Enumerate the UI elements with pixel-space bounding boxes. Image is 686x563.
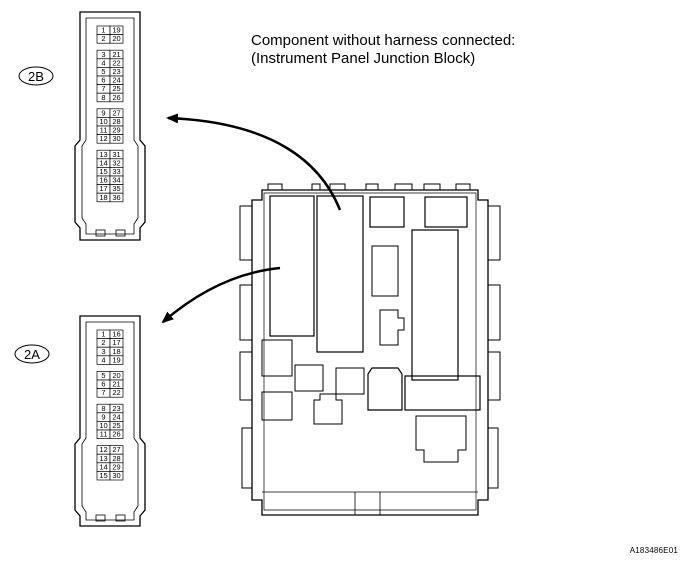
connector-2a-pin-number: 27: [112, 445, 120, 454]
connector-2b-pin-cell: [109, 34, 124, 44]
arrow-to-2b: [166, 113, 342, 211]
connector-2b-pin-number: 34: [112, 176, 120, 185]
connector-2a-label-oval: [14, 344, 50, 364]
connector-2b-pin-number: 1: [101, 26, 105, 35]
connector-2b-pin-number: 9: [101, 108, 105, 117]
connector-2b-pin-number: 16: [99, 176, 107, 185]
diagram-title-line1: Component without harness connected:: [251, 32, 516, 49]
connector-2b-pin-number: 7: [101, 84, 105, 93]
connector-2b-pin-number: 13: [99, 150, 107, 159]
connector-2b-pin-number: 19: [112, 26, 120, 35]
connector-2b-pin-number: 11: [100, 126, 108, 135]
connector-2b-pin-cell: [109, 92, 124, 103]
connector-2a-pin-cell: [109, 429, 124, 439]
connector-2a-pin-number: 30: [112, 471, 120, 480]
connector-2a-pin-number: 28: [112, 454, 120, 463]
connector-2b-pin-number: 27: [112, 108, 120, 117]
connector-2a-pin-number: 7: [101, 388, 105, 397]
connector-2b-pin-number: 18: [99, 193, 107, 202]
connector-2b-pin-number: 6: [101, 76, 105, 85]
connector-2a-pin-number: 21: [112, 380, 120, 389]
connector-2b-pin-number: 5: [101, 67, 105, 76]
connector-2a-pin-number: 17: [112, 338, 120, 347]
connector-2a-pin-number: 13: [99, 454, 107, 463]
connector-2b-pin-number: 23: [112, 67, 120, 76]
arrow-to-2a: [161, 266, 281, 324]
connector-2a-pin-number: 8: [101, 404, 105, 413]
connector-2b-pin-number: 29: [112, 126, 120, 135]
connector-2b-pin-number: 21: [112, 50, 120, 59]
connector-2a-pin-number: 1: [101, 330, 105, 339]
connector-2b-pin-number: 25: [112, 84, 120, 93]
connector-2b-pin-number: 3: [101, 50, 105, 59]
connector-2a-pin-number: 25: [112, 421, 120, 430]
connector-2a-pin-number: 26: [112, 430, 120, 439]
connector-2b-pin-number: 10: [99, 117, 107, 126]
connector-2a-pin-number: 15: [99, 471, 107, 480]
connector-2b-pin-cell: [109, 192, 124, 203]
connector-2b-pin-number: 30: [112, 134, 120, 143]
connector-2b-pin-cell: [109, 134, 124, 144]
connector-2b-pin-number: 14: [99, 158, 107, 167]
connector-2a-pin-number: 14: [99, 462, 107, 471]
connector-2b-label: 2B: [28, 69, 44, 84]
connector-2b-pin-number: 24: [112, 76, 120, 85]
connector-2b-pin-number: 28: [112, 117, 120, 126]
connector-2b-pin-number: 2: [101, 34, 105, 43]
connector-2a-pin-number: 29: [112, 462, 120, 471]
figure-id: A183486E01: [629, 546, 678, 555]
connector-2a-pin-number: 20: [112, 371, 120, 380]
connector-2b-pin-number: 31: [112, 150, 120, 159]
connector-2b-pin-number: 15: [99, 167, 107, 176]
junction-block-body: [239, 183, 501, 516]
connector-2b-pin-number: 33: [112, 167, 120, 176]
connector-2b-pin-number: 22: [112, 58, 120, 67]
connector-2b-pin-number: 26: [112, 93, 120, 102]
connector-2a-pin-number: 11: [100, 430, 108, 439]
connector-2a-pin-cell: [109, 388, 124, 398]
connector-2a-pin-number: 4: [101, 355, 105, 364]
connector-2a-pin-number: 22: [112, 388, 120, 397]
connector-2a-pin-number: 2: [101, 338, 105, 347]
connector-2a-pin-number: 24: [112, 412, 120, 421]
connector-2a-pin-number: 16: [112, 330, 120, 339]
connector-2b-pin-number: 4: [101, 58, 105, 67]
connector-2a-pin-number: 6: [101, 380, 105, 389]
connector-2a-pin-cell: [109, 355, 124, 365]
connector-2a-pin-number: 12: [99, 445, 107, 454]
connector-2b-pin-number: 12: [99, 134, 107, 143]
connector-2a-pin-number: 10: [99, 421, 107, 430]
connector-2b-pin-number: 8: [101, 93, 105, 102]
connector-2b-pin-number: 17: [99, 184, 107, 193]
connector-2b-pin-number: 35: [112, 184, 120, 193]
connector-2a-pin-number: 9: [101, 412, 105, 421]
connector-2a-pin-number: 3: [101, 347, 105, 356]
connector-2a-pin-number: 23: [112, 404, 120, 413]
connector-2b-pin-number: 20: [112, 34, 120, 43]
connector-2a-pin-number: 5: [101, 371, 105, 380]
connector-2a-label: 2A: [24, 347, 40, 362]
connector-2b-label-oval: [18, 66, 54, 86]
connector-2b-pin-number: 36: [112, 193, 120, 202]
diagram-title-line2: (Instrument Panel Junction Block): [251, 50, 476, 67]
connector-2a-pin-number: 19: [112, 355, 120, 364]
connector-2a-pin-cell: [109, 471, 124, 481]
connector-2b-pin-number: 32: [112, 158, 120, 167]
connector-2a-pin-number: 18: [112, 347, 120, 356]
